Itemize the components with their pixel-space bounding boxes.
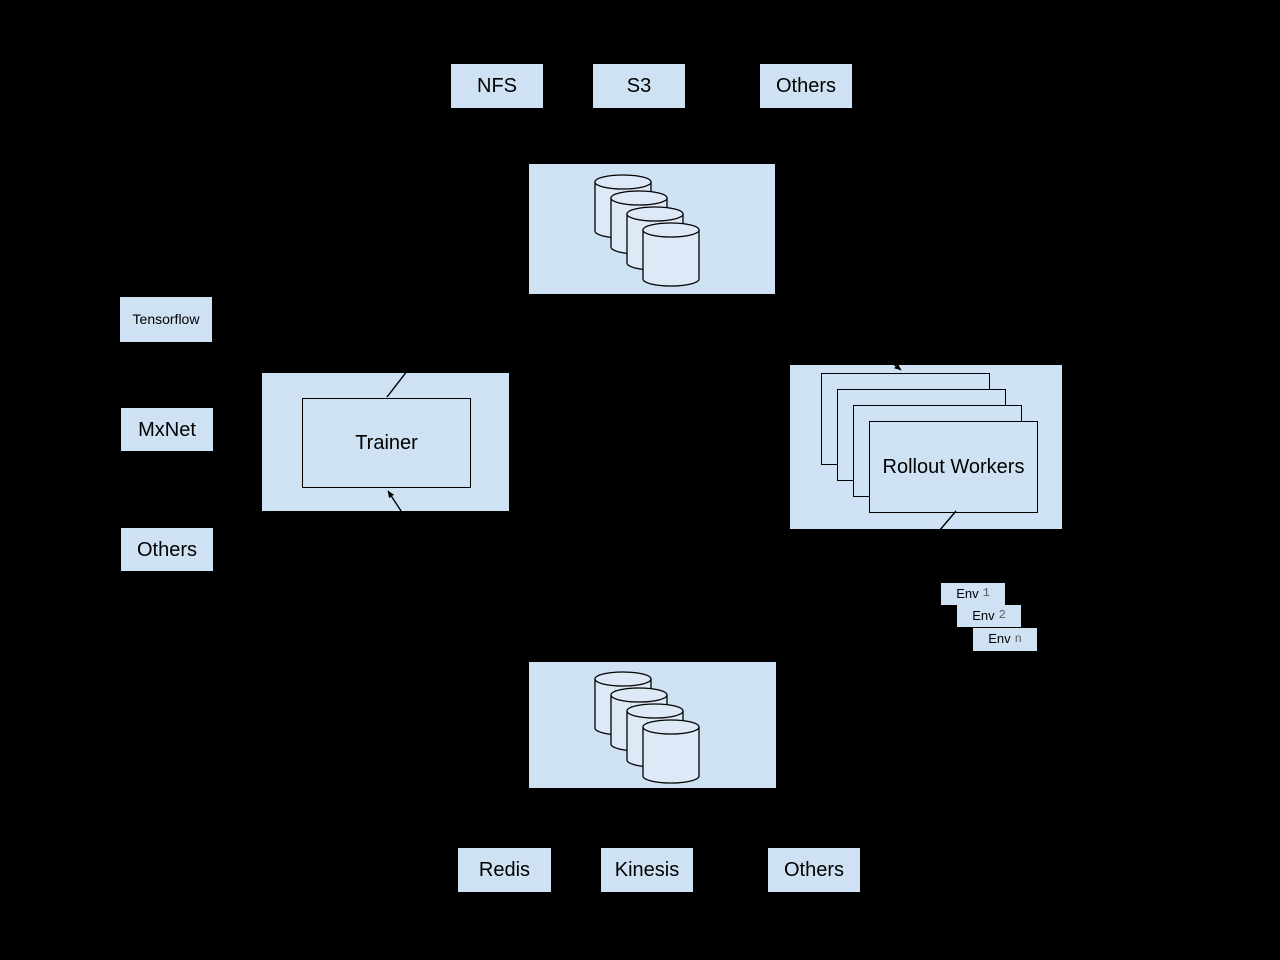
env-index: 1: [982, 586, 990, 601]
rollout-workers-panel: Rollout Workers: [790, 365, 1062, 529]
env-box-1: Env 1: [941, 583, 1005, 605]
env-index: 2: [998, 608, 1006, 623]
memory-backend-others: Others: [768, 848, 860, 892]
env-label: Env: [956, 585, 979, 601]
memory-backend-redis: Redis: [458, 848, 551, 892]
rollout-workers-label: Rollout Workers: [882, 455, 1025, 478]
trainer-box: Trainer: [302, 398, 471, 488]
storage-backend-nfs: NFS: [451, 64, 543, 108]
env-label: Env: [972, 607, 995, 623]
trainer-label: Trainer: [355, 431, 418, 454]
framework-mxnet: MxNet: [121, 408, 213, 451]
env-index: n: [1014, 631, 1022, 646]
worker-card-front: Rollout Workers: [869, 421, 1038, 513]
trainer-panel: Trainer: [262, 373, 509, 511]
database-cylinder-icon: [642, 222, 700, 287]
storage-backend-s3: S3: [593, 64, 685, 108]
framework-others: Others: [121, 528, 213, 571]
memory-backend-kinesis: Kinesis: [601, 848, 693, 892]
env-box-2: Env 2: [957, 605, 1021, 627]
env-label: Env: [988, 631, 1011, 647]
storage-backend-others: Others: [760, 64, 852, 108]
data-store-panel-bottom: [529, 662, 776, 788]
framework-tensorflow: Tensorflow: [120, 297, 212, 342]
database-cylinder-icon: [642, 719, 700, 784]
data-store-panel-top: [529, 164, 775, 294]
env-box-n: Env n: [973, 628, 1037, 651]
